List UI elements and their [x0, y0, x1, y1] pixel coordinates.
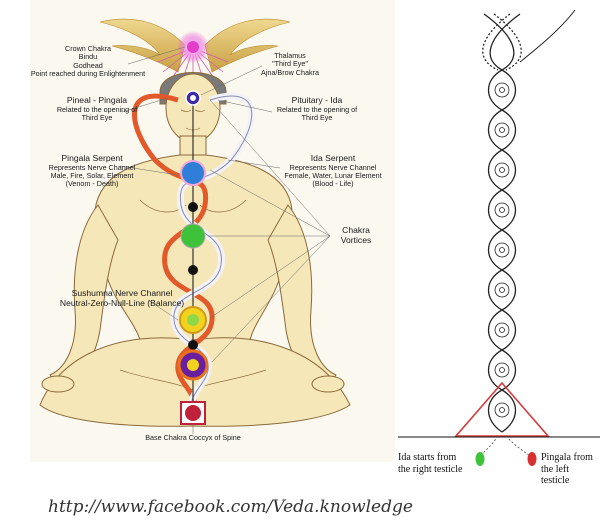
- thalamus-line-3: Ajna/Brow Chakra: [261, 67, 319, 77]
- pingala-serpent-line-4: (Venom - Death): [65, 179, 119, 189]
- pingala-start-line-1: Pingala from: [541, 452, 593, 463]
- crown-label: Crown Chakra Bindu Godhead Point reached…: [28, 44, 148, 79]
- crown-line-2: Bindu: [78, 52, 98, 62]
- pineal-label: Pineal - Pingala Related to the opening …: [52, 95, 142, 122]
- pituitary-line-1: Pituitary - Ida: [291, 95, 343, 105]
- ida-serpent-line-4: (Blood - Life): [312, 179, 354, 189]
- chakra-vortices-label: Chakra Vortices: [330, 225, 382, 245]
- crown-line-1: Crown Chakra: [65, 44, 111, 53]
- ida-start-label: Ida starts from the right testicle: [398, 452, 462, 475]
- braid-flowers: [494, 82, 510, 418]
- pingala-serpent-line-3: Male, Fire, Solar, Element: [50, 171, 134, 180]
- knot-1: [188, 202, 198, 212]
- thalamus-line-2: "Third Eye": [272, 59, 308, 69]
- crown-line-3: Godhead: [73, 60, 103, 70]
- sushumna-line-2: Neutral-Zero-Null-Line (Balance): [59, 297, 185, 308]
- source-url-watermark: http://www.facebook.com/Veda.knowledge: [48, 497, 413, 517]
- crown-wings: [99, 18, 291, 73]
- chakra-stack: [177, 90, 209, 425]
- pineal-line-2: Related to the opening of: [56, 104, 138, 114]
- ida-serpent-line-3: Female, Water, Lunar Element: [284, 171, 382, 180]
- knot-3: [188, 340, 198, 350]
- pingala-serpent-line-1: Pingala Serpent: [61, 153, 123, 163]
- ida-serpent-line-1: Ida Serpent: [310, 153, 356, 163]
- pineal-line-1: Pineal - Pingala: [66, 95, 128, 105]
- ida-drop: [475, 452, 485, 466]
- chakra-vortices-line-2: Vortices: [340, 234, 372, 245]
- pingala-start-label: Pingala from the left testicle: [541, 452, 593, 487]
- sushumna-label: Sushumna Nerve Channel Neutral-Zero-Null…: [52, 288, 192, 308]
- ida-start-line-2: the right testicle: [398, 463, 463, 475]
- base-chakra: [185, 405, 201, 421]
- leader-lines: [119, 46, 331, 434]
- pineal-line-3: Third Eye: [81, 113, 113, 122]
- pingala-serpent-label: Pingala Serpent Represents Nerve Channel…: [42, 153, 142, 189]
- pingala-drop: [527, 452, 537, 466]
- ida-start-line-1: Ida starts from: [398, 452, 457, 463]
- pingala-start-line-2: the left: [541, 463, 570, 475]
- base-chakra-label: Base Chakra Coccyx of Spine: [143, 433, 243, 442]
- crown-chakra-dot: [187, 41, 199, 53]
- thalamus-line-1: Thalamus: [274, 51, 306, 60]
- pituitary-label: Pituitary - Ida Related to the opening o…: [272, 95, 362, 122]
- pingala-serpent-line-2: Represents Nerve Channel: [48, 162, 136, 172]
- ida-pingala-braid: [482, 9, 576, 433]
- base-triangle: [454, 381, 550, 437]
- pituitary-line-3: Third Eye: [301, 113, 333, 122]
- base-line-1: Base Chakra Coccyx of Spine: [145, 433, 241, 442]
- pingala-start-line-3: testicle: [541, 475, 570, 486]
- thalamus-label: Thalamus "Third Eye" Ajna/Brow Chakra: [250, 51, 330, 77]
- pituitary-line-2: Related to the opening of: [276, 104, 358, 114]
- heart-chakra: [180, 223, 206, 249]
- throat-chakra: [180, 160, 206, 186]
- root-threads: [479, 435, 531, 457]
- chakra-vortices-line-1: Chakra: [342, 225, 370, 235]
- crown-line-4: Point reached during Enlightenment: [30, 69, 146, 79]
- ida-serpent-line-2: Represents Nerve Channel: [289, 162, 377, 172]
- sushumna-line-1: Sushumna Nerve Channel: [71, 288, 173, 298]
- ida-serpent-label: Ida Serpent Represents Nerve Channel Fem…: [278, 153, 388, 189]
- knot-2: [188, 265, 198, 275]
